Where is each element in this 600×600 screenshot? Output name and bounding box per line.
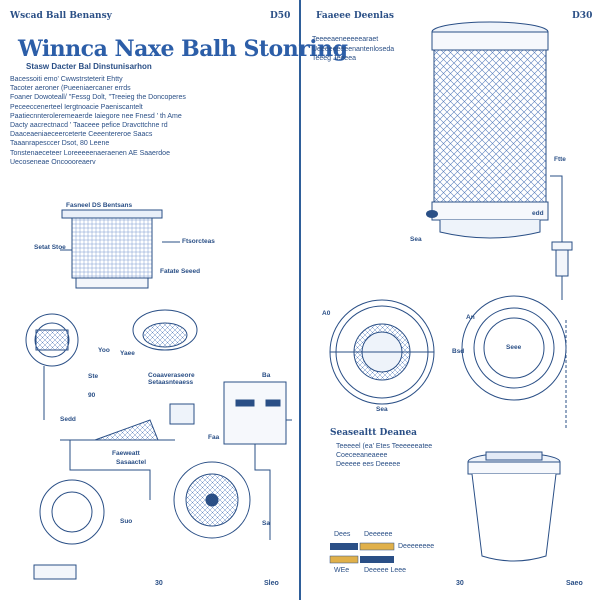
hose-fitting — [551, 241, 573, 300]
label-right-b: Fatate Seeed — [160, 268, 201, 275]
drain-assembly-diagram — [25, 209, 292, 580]
legend-label: Dees — [334, 531, 351, 538]
label-mid-a: Yaee — [120, 350, 135, 357]
legend-label: WEe — [334, 567, 350, 574]
label-left-a: Setat Stoe — [34, 244, 66, 251]
legend-swatch — [330, 543, 358, 550]
legend: Dees Deeeeee Deeeeeeee WEe Deeeee Leee — [334, 530, 434, 574]
list-item: Daaceaeniaeceerceterte Ceeentereroe Saac… — [10, 131, 153, 139]
left-page: Wscad Ball Benansy D50 Winnca Naxe Balh … — [10, 11, 348, 587]
label-filter-c: Sea — [410, 236, 422, 243]
label-ring-b: An — [466, 314, 475, 321]
list-item: Uecoseneae Oncoooreaerv — [10, 158, 96, 166]
footer-right: Sleo — [264, 580, 279, 587]
label-bottom-d: Faa — [208, 434, 220, 441]
basket-unit — [60, 209, 180, 289]
filter-cartridge — [431, 21, 549, 239]
footer-right: Saeo — [566, 580, 583, 587]
label-ring-d: Bsd — [452, 348, 465, 355]
header-page-number: D50 — [270, 11, 291, 21]
page-divider — [299, 0, 301, 600]
header-page-number: D30 — [572, 11, 593, 21]
label-top-unit: Fasneel DS Bentsans — [66, 202, 133, 209]
page-title: Winnca Naxe Balh Stonring — [18, 36, 348, 62]
page-subtitle: Stasw Dacter Bal Dinstunisarhon — [26, 62, 152, 71]
right-page: Faaeee Deenlas D30 Teeeeaeneeeeearaet Ue… — [300, 0, 600, 600]
list-item: Tacoter aeroner (Pueeniaercaner errds — [10, 85, 131, 93]
paragraph-line: Coeceeaneaeee — [336, 452, 388, 459]
list-item: Bacessoiti emo' Cwwstrsteterit Ehtty — [10, 76, 123, 83]
paragraph-line: Teeeeel (ea' Etes Teeeeeeatee — [336, 443, 433, 450]
running-header: Faaeee Deenlas — [316, 11, 394, 21]
label-bottom-a: Sedd — [60, 416, 76, 423]
label-flow-a: Coaaveraseore Setaasnteaess — [148, 372, 195, 386]
section-paragraph: Teeeeel (ea' Etes Teeeeeeatee Coeceeanea… — [336, 442, 432, 469]
label-filter-b: edd — [532, 210, 544, 217]
label-filter-a: Ftte — [554, 156, 566, 163]
collection-bucket — [467, 451, 561, 562]
control-box — [223, 381, 292, 445]
legend-value: Deeeeeeee — [398, 543, 435, 550]
list-item: Teeeg Jeeeea — [312, 55, 356, 62]
dome-cover — [132, 309, 198, 351]
label-ring-c: Seee — [506, 344, 522, 351]
list-item: Teeeeaeneeeeearaet — [312, 36, 379, 43]
intro-bullets: Teeeeaeneeeeearaet Ueeeeeeeeenantenlosed… — [312, 35, 394, 64]
label-mid-b: Yoo — [98, 347, 110, 354]
list-item: Foaner Dowoteall/ "Fessg Dolt, "Treeieg … — [10, 94, 186, 102]
ramp-plate — [60, 403, 195, 441]
filter-diagram — [329, 21, 573, 564]
legend-swatch — [360, 556, 394, 563]
nameplate — [33, 564, 77, 580]
list-item: Peceeccenerteel Iergtnoacie Paeniscantel… — [10, 103, 143, 111]
list-item: Taaanrapesccer Dsot, 80 Leene — [10, 140, 110, 148]
label-bottom-e: Suo — [120, 518, 133, 525]
intro-bullets: Bacessoiti emo' Cwwstrsteterit Ehtty Tac… — [10, 75, 290, 167]
front-ring — [329, 299, 435, 405]
list-item: Paatiecnnteroleremeaerde Iaiegore nee Fn… — [10, 112, 182, 120]
legend-swatch — [359, 542, 395, 551]
label-box-b: Sa — [262, 520, 270, 527]
label-ring-e: Sea — [376, 406, 388, 413]
page-number: 30 — [155, 580, 163, 587]
paragraph-line: Deeeee ees Deeeee — [336, 461, 401, 468]
legend-value: Deeeeee — [364, 531, 393, 538]
list-item: Dacty aacrectnacd ' Taaceee pefice Dravc… — [10, 122, 168, 130]
label-ring-a: A0 — [322, 310, 331, 317]
drain-plug — [426, 210, 438, 218]
label-mid-d: 90 — [88, 392, 96, 399]
label-bottom-c: Sasaactel — [116, 459, 146, 466]
flange-fitting — [25, 313, 79, 420]
list-item: Ueeeeeeeeenantenloseda — [312, 45, 395, 53]
running-header: Wscad Ball Benansy — [10, 11, 112, 21]
label-box-a: Ba — [262, 372, 271, 379]
back-ring — [461, 295, 567, 430]
bottom-ring — [39, 479, 105, 545]
legend-swatch — [329, 555, 359, 564]
section-title: Seasealtt Deanea — [330, 428, 418, 438]
page-number: 30 — [456, 580, 464, 587]
legend-value: Deeeee Leee — [364, 567, 407, 574]
label-right-a: Ftsorcteas — [182, 238, 215, 245]
label-mid-c: Ste — [88, 373, 99, 380]
label-bottom-b: Faeweatt — [112, 450, 140, 457]
fan-disc — [173, 461, 251, 539]
list-item: Tonstenaeceteer Loreeeeenaeraenen AE Saa… — [10, 149, 170, 157]
